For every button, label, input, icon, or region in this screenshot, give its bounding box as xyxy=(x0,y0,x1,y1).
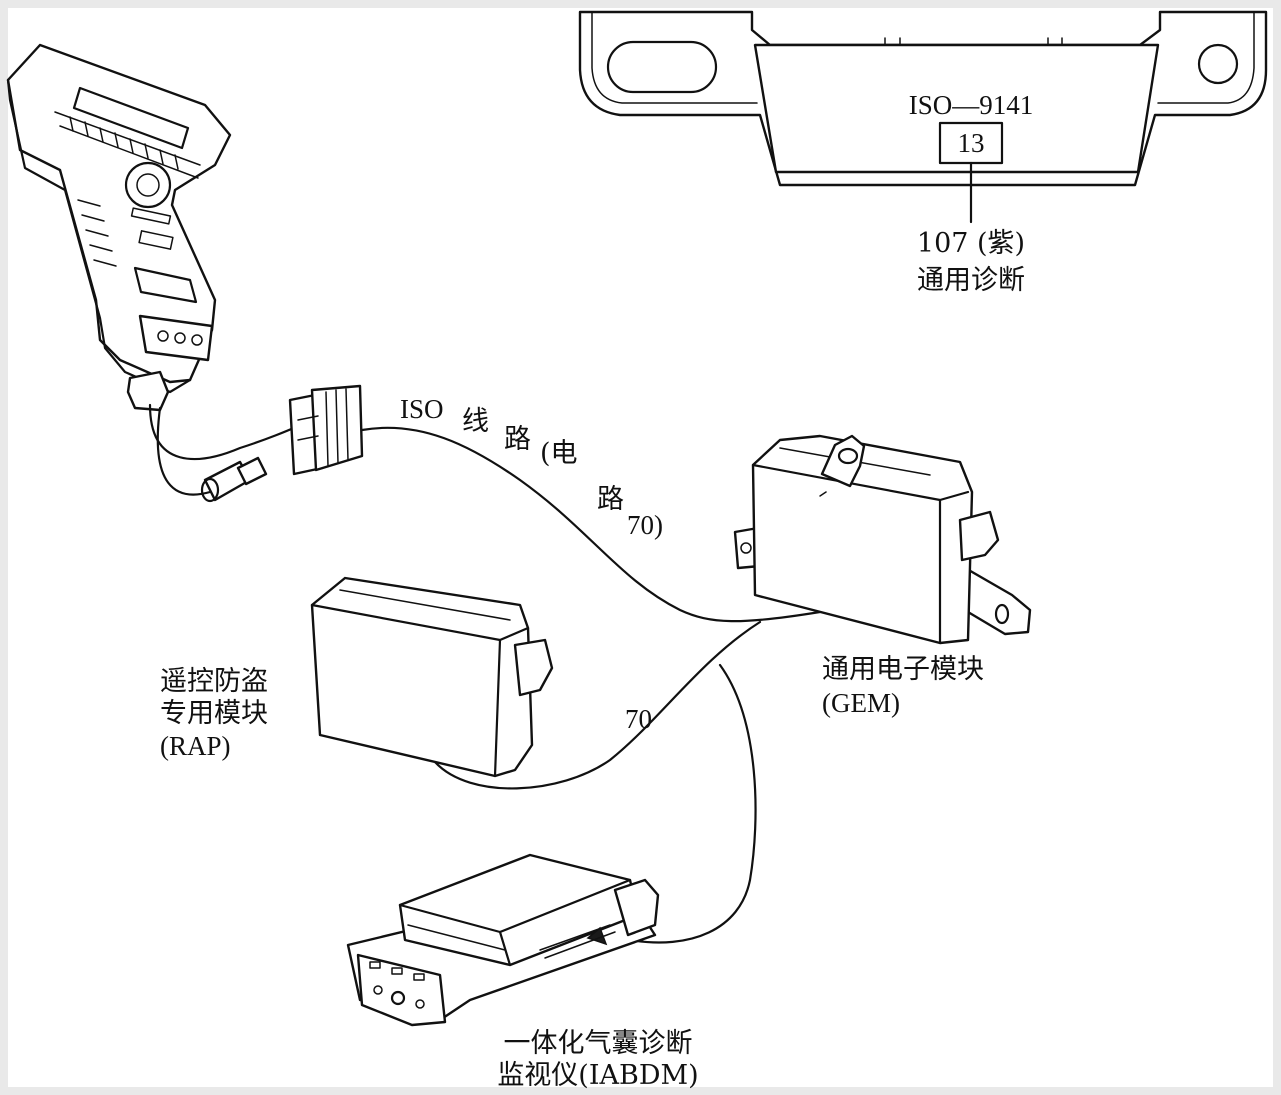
circuit-label-circuit: (电 xyxy=(540,438,578,469)
iabdm-seam xyxy=(407,924,506,951)
bracket-hole-2 xyxy=(390,990,406,1006)
mounting-slot-left xyxy=(606,40,718,94)
bracket-perforations xyxy=(369,961,425,981)
port-pin-2 xyxy=(174,332,186,344)
circuit-label-iso: ISO xyxy=(400,394,444,424)
iabdm-connector xyxy=(613,878,660,937)
rap-module xyxy=(310,576,554,778)
gem-abbr: (GEM) xyxy=(822,688,900,718)
scan-tool-grip xyxy=(77,199,117,267)
gem-iabdm-wire xyxy=(628,663,757,944)
iabdm-rail xyxy=(539,924,616,959)
gem-left-ear-hole xyxy=(740,542,752,554)
barrel-cap xyxy=(236,456,268,486)
scan-tool-dial xyxy=(124,161,172,209)
connector-face xyxy=(753,43,1160,174)
iabdm-bracket xyxy=(356,953,447,1027)
barrel-adapter xyxy=(200,456,268,503)
scan-tool-slot-1 xyxy=(130,207,172,225)
iso-standard-label: ISO—9141 xyxy=(909,90,1034,120)
rap-front-edge xyxy=(493,638,502,778)
bracket-hole-1 xyxy=(373,985,383,995)
pin-number: 13 xyxy=(958,128,985,158)
rap-side-clip xyxy=(513,638,554,697)
rap-abbr: (RAP) xyxy=(160,731,231,761)
keypad-row-2 xyxy=(59,125,199,179)
iabdm-front-edge xyxy=(498,930,512,967)
barrel-end-left xyxy=(200,477,220,503)
wire-function-label: 通用诊断 xyxy=(917,265,1025,296)
scan-tool-port xyxy=(138,314,214,362)
circuit-label-number: 70) xyxy=(627,510,663,540)
wire-color-label: 107 (紫) xyxy=(917,228,1025,259)
gem-detail xyxy=(819,491,827,497)
gem-rap-wire xyxy=(433,620,762,790)
circuit-label-road: 路 xyxy=(504,424,531,455)
rap-line1: 遥控防盗 xyxy=(160,666,268,697)
rap-housing xyxy=(310,576,534,778)
tool-cable-lower xyxy=(156,406,212,496)
plug-ribs xyxy=(297,388,349,467)
bottom-border xyxy=(0,1087,1281,1095)
port-pin-1 xyxy=(157,330,169,342)
mounting-hole-right xyxy=(1197,43,1239,85)
scan-tool-dial-center xyxy=(136,173,160,197)
gem-name: 通用电子模块 xyxy=(822,654,984,685)
gem-mount-hole xyxy=(994,603,1010,625)
keypad-keys xyxy=(69,116,179,170)
scan-tool-slot-2 xyxy=(138,230,174,250)
bracket-inner-left xyxy=(591,11,758,104)
iso-circuit-wire xyxy=(360,426,822,623)
scan-tool-plug xyxy=(126,370,170,412)
bracket-inner-right xyxy=(1157,11,1255,104)
port-pin-3 xyxy=(191,334,203,346)
circuit-label-road-2: 路 xyxy=(597,484,624,515)
circuit-label-line: 线 xyxy=(462,406,489,437)
top-border xyxy=(0,0,1281,8)
iabdm-line2: 监视仪(IABDM) xyxy=(497,1060,698,1091)
iabdm-line1: 一体化气囊诊断 xyxy=(504,1028,693,1059)
rap-top-line xyxy=(339,589,511,621)
gem-module xyxy=(733,434,1032,645)
gem-housing xyxy=(751,434,974,645)
diagnostic-connector xyxy=(578,10,1268,224)
dlc-cable-plug xyxy=(288,384,364,476)
gem-top-tab-hole xyxy=(837,447,859,465)
bracket-hole-3 xyxy=(415,999,425,1009)
scan-tool-panel xyxy=(133,266,198,304)
iabdm-module xyxy=(346,853,660,1027)
rap-line2: 专用模块 xyxy=(160,698,268,729)
gem-side-clip xyxy=(958,510,1000,562)
scan-tool xyxy=(6,43,232,412)
scan-tool-screen xyxy=(72,86,190,150)
tool-cable-upper xyxy=(148,403,302,461)
wire-label-70: 70 xyxy=(625,704,652,734)
